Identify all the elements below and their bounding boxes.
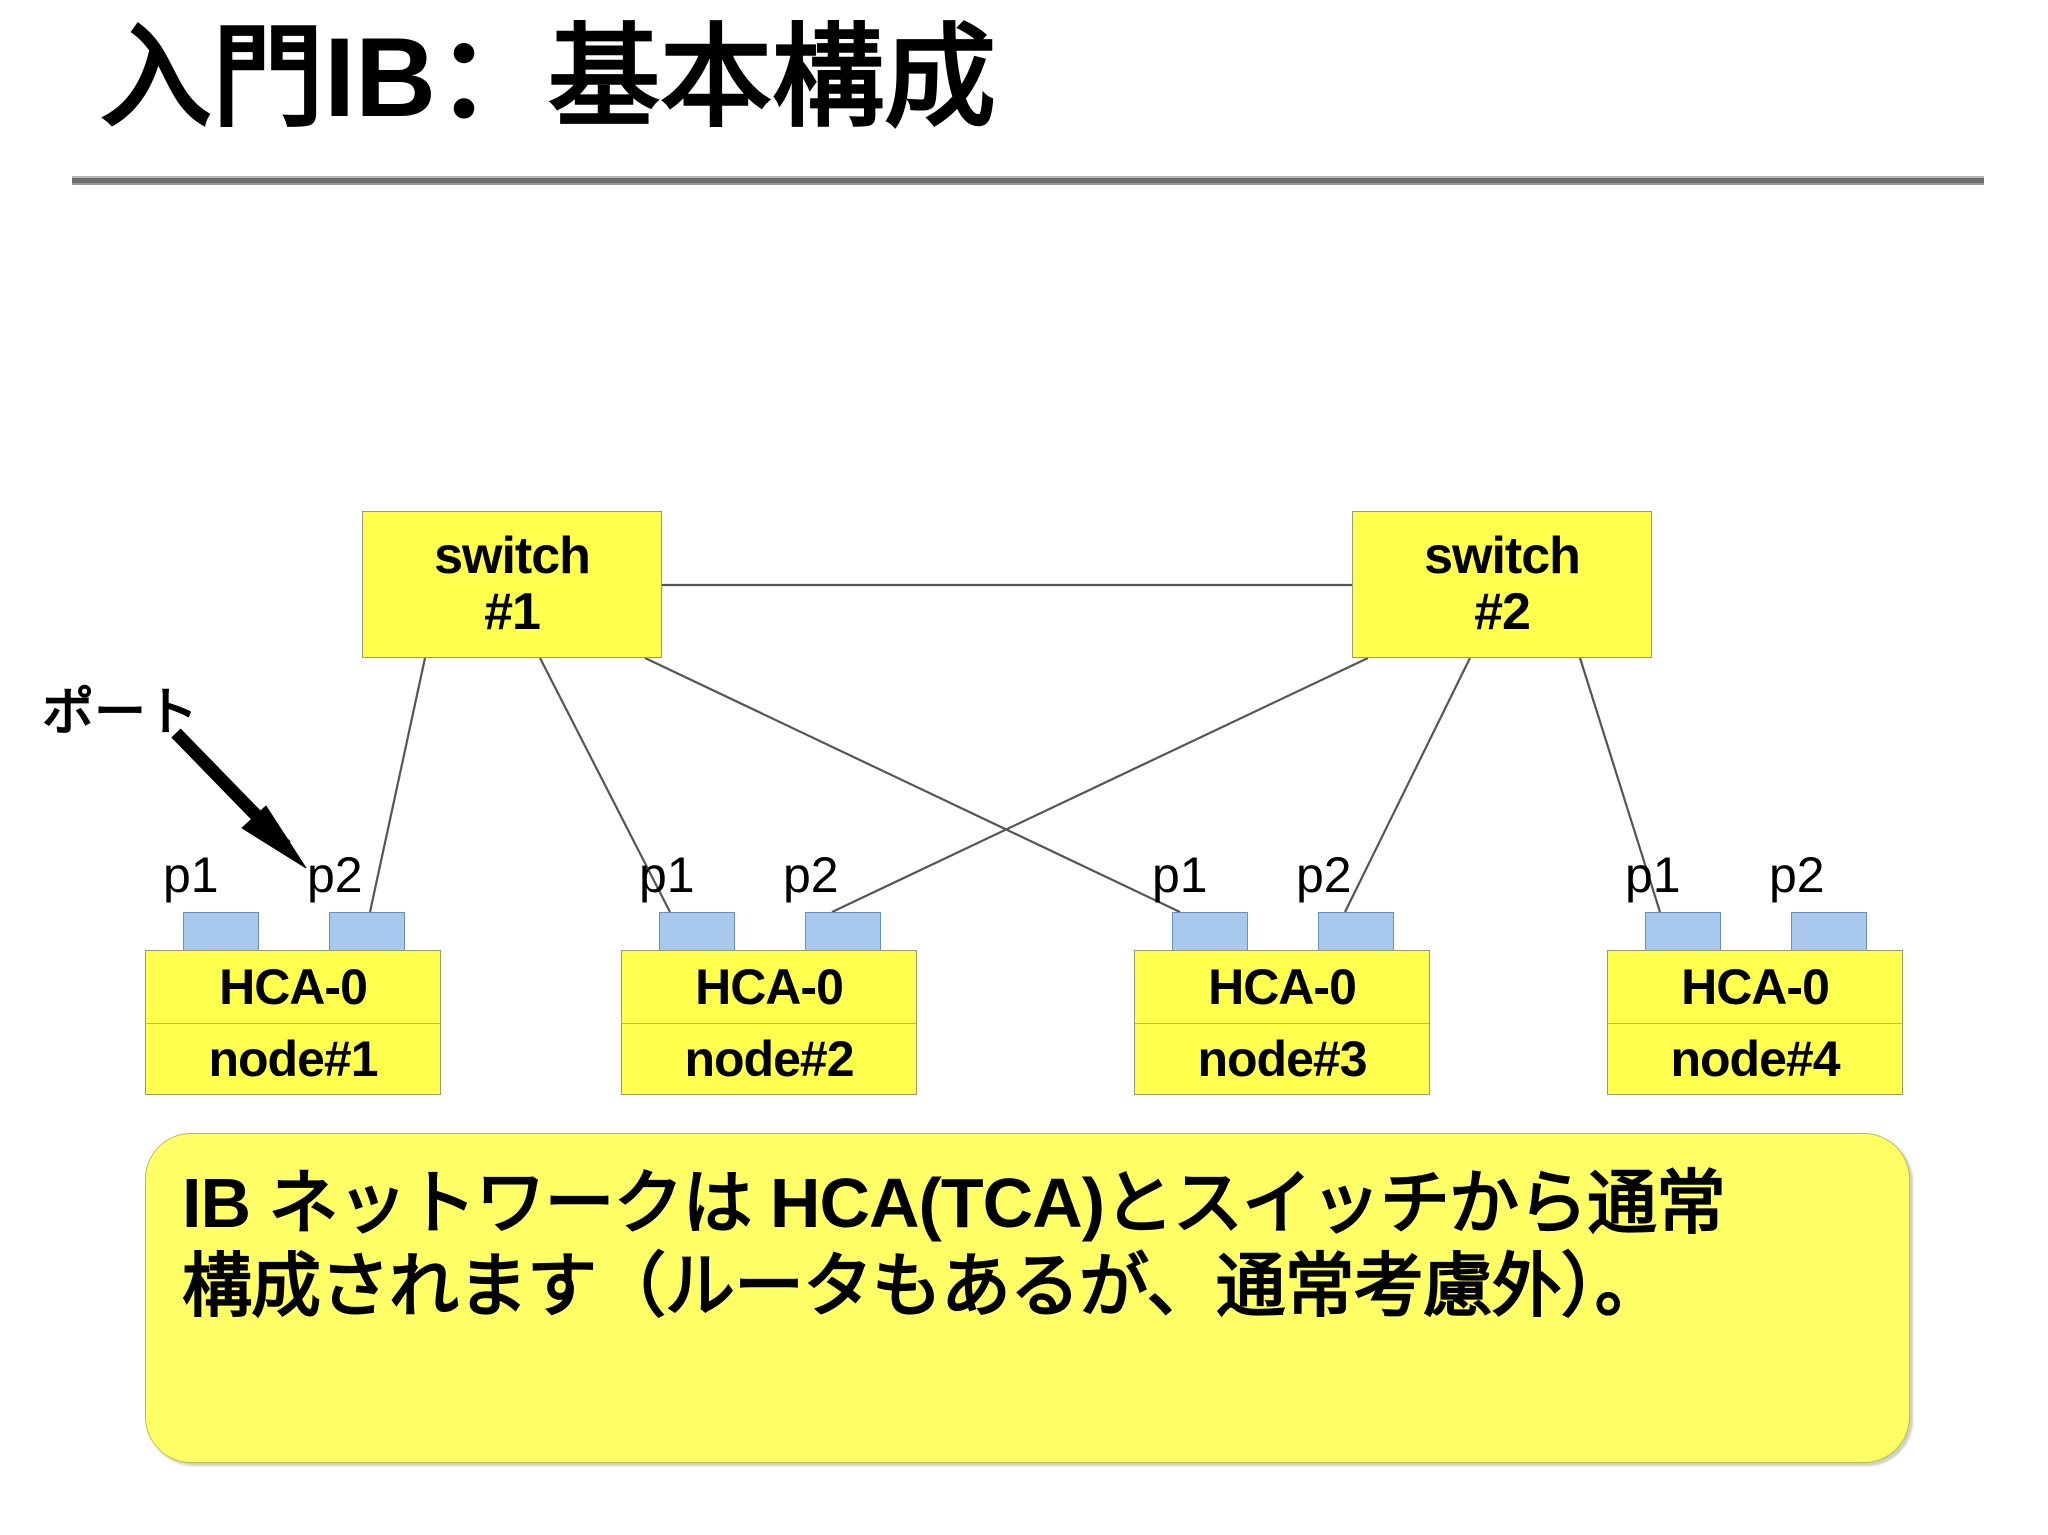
link-switch2-node2p2 (831, 657, 1369, 913)
switch-2-id: #2 (1474, 582, 1531, 641)
node-2-port-p1[interactable] (659, 912, 735, 952)
node-4-name-label: node#4 (1608, 1022, 1902, 1095)
node-3-hca-box: HCA-0 node#3 (1134, 950, 1430, 1095)
node-3-port-label-p1: p1 (1152, 847, 1208, 903)
node-unit-3[interactable]: p1 p2 HCA-0 node#3 (1134, 850, 1430, 1095)
node-3-hca-label: HCA-0 (1208, 958, 1357, 1015)
link-switch1-node3p1 (644, 657, 1181, 913)
node-2-hca-box: HCA-0 node#2 (621, 950, 917, 1095)
node-unit-2[interactable]: p1 p2 HCA-0 node#2 (621, 850, 917, 1095)
node-3-port-p1[interactable] (1172, 912, 1248, 952)
node-4-port-label-p2: p2 (1769, 847, 1825, 903)
node-1-hca-label: HCA-0 (219, 958, 368, 1015)
switch-2-name: switch (1424, 527, 1581, 586)
switch-1-id: #1 (484, 582, 541, 641)
node-1-hca-box: HCA-0 node#1 (145, 950, 441, 1095)
title-divider (72, 176, 1984, 185)
node-2-port-p2[interactable] (805, 912, 881, 952)
node-2-hca-label: HCA-0 (695, 958, 844, 1015)
node-unit-4[interactable]: p1 p2 HCA-0 node#4 (1607, 850, 1903, 1095)
node-4-port-p2[interactable] (1791, 912, 1867, 952)
node-1-name-label: node#1 (146, 1022, 440, 1095)
node-4-port-label-p1: p1 (1625, 847, 1681, 903)
node-1-port-label-p1: p1 (163, 847, 219, 903)
link-switch1-node1p2 (368, 657, 427, 913)
node-2-name-label: node#2 (622, 1022, 916, 1095)
node-2-port-label-p1: p1 (639, 847, 695, 903)
node-4-hca-box: HCA-0 node#4 (1607, 950, 1903, 1095)
summary-callout: IB ネットワークは HCA(TCA)とスイッチから通常 構成されます（ルータも… (145, 1133, 1910, 1463)
page-title: 入門IB：基本構成 (100, 15, 996, 140)
link-switch2-node3p2 (1344, 657, 1471, 913)
node-1-port-p2[interactable] (329, 912, 405, 952)
node-unit-1[interactable]: p1 p2 HCA-0 node#1 (145, 850, 441, 1095)
summary-callout-text: IB ネットワークは HCA(TCA)とスイッチから通常 構成されます（ルータも… (182, 1164, 1726, 1325)
port-annotation-label: ポート (42, 684, 199, 742)
node-1-port-p1[interactable] (183, 912, 259, 952)
switch-box-1[interactable]: switch #1 (362, 511, 662, 658)
node-3-name-label: node#3 (1135, 1022, 1429, 1095)
node-4-port-p1[interactable] (1645, 912, 1721, 952)
switch-box-2[interactable]: switch #2 (1352, 511, 1652, 658)
switch-1-name: switch (434, 527, 591, 586)
node-4-hca-label: HCA-0 (1681, 958, 1830, 1015)
node-2-port-label-p2: p2 (783, 847, 839, 903)
node-1-port-label-p2: p2 (307, 847, 363, 903)
node-3-port-label-p2: p2 (1296, 847, 1352, 903)
node-3-port-p2[interactable] (1318, 912, 1394, 952)
